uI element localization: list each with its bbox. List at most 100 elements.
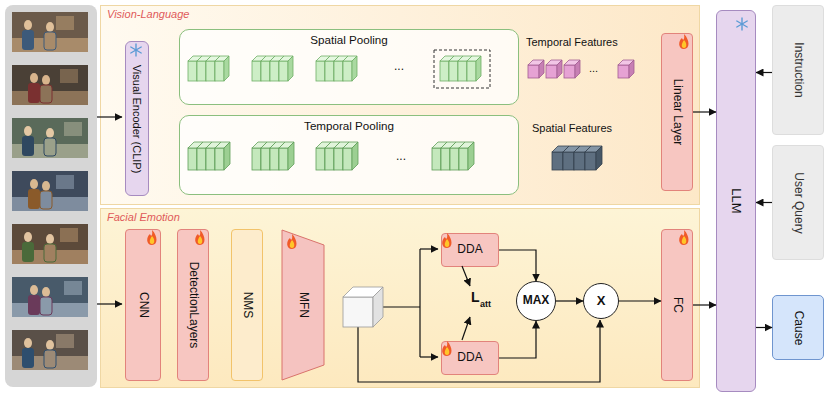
- person-body: [22, 348, 34, 368]
- video-panel: [5, 5, 97, 387]
- cube-top: [546, 60, 562, 65]
- frame-window: [56, 175, 74, 189]
- cube-top: [440, 56, 454, 61]
- node-label: DDA: [457, 351, 482, 365]
- cube-side: [261, 142, 267, 170]
- connector-arrow: [693, 304, 716, 305]
- snowflake-arm: [131, 47, 141, 53]
- cube-face: [279, 61, 288, 81]
- band-heading: Facial Emotion: [107, 211, 180, 224]
- cube-side: [279, 142, 285, 170]
- cube-face: [188, 148, 197, 170]
- layer-box: Linear Layer: [661, 33, 693, 191]
- residual-arrow: [358, 320, 600, 382]
- frame-floor: [12, 303, 88, 317]
- cube-side: [261, 56, 266, 81]
- layer-box: CNN: [125, 229, 161, 381]
- trainable-flame: [679, 230, 688, 245]
- cube-face: [206, 148, 215, 170]
- llm-box: LLM: [716, 10, 756, 392]
- band-heading: Vision-Language: [107, 8, 189, 21]
- cube-side: [585, 146, 591, 170]
- cube-face: [270, 148, 279, 170]
- person-head: [46, 22, 54, 32]
- cube-face: [546, 65, 557, 78]
- person-head: [30, 73, 38, 83]
- flame-outer: [442, 233, 451, 248]
- person-head: [42, 75, 50, 85]
- node-label: Spatial Pooling: [180, 33, 518, 46]
- frame-floor: [12, 356, 88, 370]
- person-head: [42, 287, 50, 297]
- node-label: Cause: [791, 310, 805, 345]
- node-label: DetectionLayers: [186, 262, 200, 349]
- cube-top: [270, 56, 284, 61]
- node-label: User Query: [791, 172, 805, 233]
- cube-top: [618, 60, 634, 65]
- cube-top: [279, 56, 293, 61]
- cube-top: [458, 56, 472, 61]
- node-label: X: [597, 294, 606, 309]
- flame-inner: [445, 239, 450, 247]
- connector-arrow: [693, 111, 716, 112]
- cube-side: [215, 56, 220, 81]
- node-label: Linear Layer: [670, 79, 684, 146]
- connector-arrow: [756, 327, 772, 328]
- frame-background: [12, 224, 88, 264]
- frame-floor: [12, 250, 88, 264]
- cube-side: [352, 56, 357, 81]
- frame-window: [64, 122, 82, 136]
- operator-circle: X: [583, 283, 619, 319]
- dashed-frame: [434, 50, 490, 88]
- cube-face: [316, 61, 325, 81]
- loss-arrow: [462, 266, 470, 286]
- cube-side: [450, 142, 456, 170]
- frame-background: [12, 330, 88, 370]
- cube-top: [564, 60, 580, 65]
- cube-top: [197, 142, 212, 148]
- cube-side: [206, 56, 211, 81]
- trainable-flame: [147, 230, 156, 245]
- person-head: [46, 128, 54, 138]
- cube-side: [596, 146, 602, 170]
- cube-top: [449, 56, 463, 61]
- cube-face: [188, 61, 197, 81]
- node-label: Instruction: [791, 42, 805, 97]
- flame-outer: [287, 234, 296, 249]
- feature-label: Spatial Features: [532, 122, 612, 135]
- input-box: User Query: [772, 145, 824, 260]
- layer-box: DetectionLayers: [177, 229, 209, 381]
- cube-side: [224, 142, 230, 170]
- cube-top: [467, 56, 481, 61]
- cube-top: [270, 142, 285, 148]
- video-frame: [12, 65, 88, 105]
- loss-symbol: L: [471, 289, 480, 305]
- cube-top: [215, 142, 230, 148]
- person-head: [42, 181, 50, 191]
- trainable-flame: [679, 34, 688, 49]
- cube-side: [279, 56, 284, 81]
- pooling-box: Temporal Pooling: [179, 115, 519, 195]
- cube-side: [458, 56, 463, 81]
- cube-face: [564, 65, 575, 78]
- cube-face: [585, 152, 596, 170]
- flame-inner: [682, 40, 687, 48]
- flame-outer: [442, 341, 451, 356]
- node-label: LLM: [729, 188, 744, 213]
- frame-window: [64, 281, 82, 295]
- cube-face: [441, 148, 450, 170]
- person-head: [24, 338, 32, 348]
- person-body: [40, 85, 52, 103]
- cube-side: [373, 287, 383, 327]
- frame-window: [56, 16, 74, 30]
- snowflake-arm: [737, 21, 747, 27]
- cube-face: [343, 297, 373, 327]
- loss-arrow: [462, 317, 470, 340]
- cube-face: [252, 148, 261, 170]
- person-head: [24, 126, 32, 136]
- cube-side: [467, 56, 472, 81]
- cube-top: [441, 142, 456, 148]
- connector-arrow: [619, 300, 661, 301]
- video-frame: [12, 277, 88, 317]
- person-head: [24, 232, 32, 242]
